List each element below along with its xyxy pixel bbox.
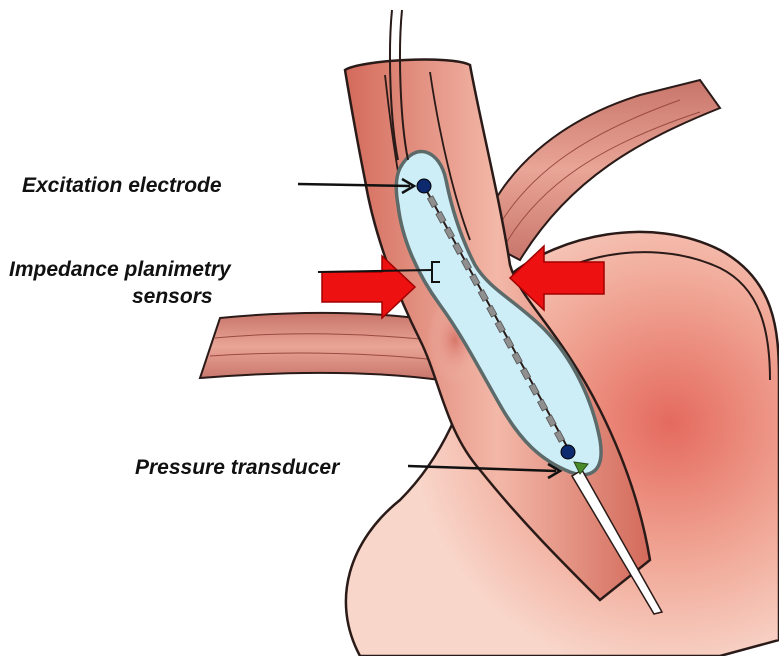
label-impedance-line2: sensors	[132, 285, 213, 308]
excitation-electrode-dot	[417, 179, 431, 193]
distal-electrode-dot	[561, 445, 575, 459]
left-diaphragm-crus	[200, 313, 440, 380]
upper-diaphragm-crus	[478, 80, 720, 260]
label-excitation-electrode: Excitation electrode	[22, 174, 222, 197]
label-pressure-transducer: Pressure transducer	[135, 456, 341, 479]
label-impedance-line1: Impedance planimetry	[9, 258, 232, 281]
